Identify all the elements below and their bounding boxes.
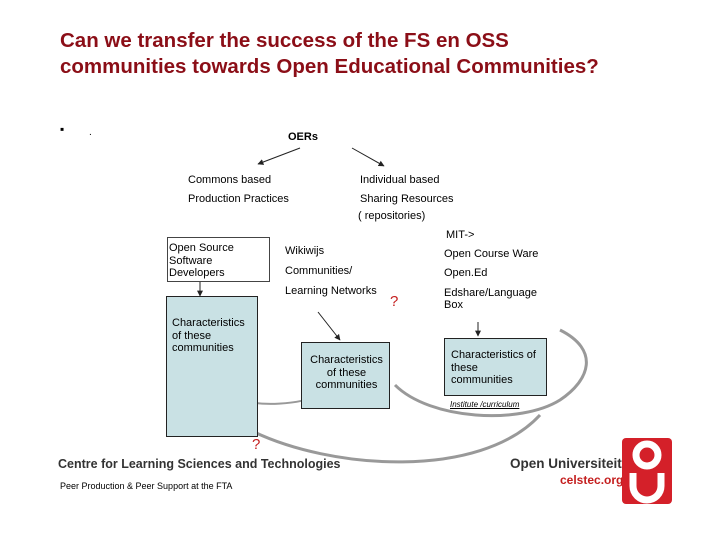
learning-networks-label: Learning Networks [285, 285, 377, 297]
char-right-line2: these [451, 361, 478, 374]
bullet-marker: ▪ [60, 122, 65, 136]
open-universiteit-logo-icon [622, 438, 672, 504]
wikiwijs-label: Wikiwijs [285, 245, 325, 257]
open-course-ware-label: Open Course Ware [444, 248, 539, 260]
oers-root: OERs [288, 131, 318, 143]
oss-developers-box: Open Source Software Developers [167, 237, 270, 282]
institute-curriculum-label: Institute /curriculum [450, 400, 520, 409]
question-mark-middle: ? [390, 293, 399, 310]
left-branch-line1: Commons based [188, 174, 272, 186]
char-left-line3: communities [172, 342, 234, 354]
characteristics-middle-box: Characteristics of these communities [301, 342, 390, 409]
left-branch-line2: Production Practices [188, 193, 289, 205]
char-right-line3: communities [451, 374, 513, 386]
oss-line1: Open Source [169, 242, 234, 254]
char-mid-line1: Characteristics [310, 354, 383, 366]
edshare-label-line1: Edshare/Language [444, 287, 537, 299]
communities-label: Communities/ [285, 265, 353, 277]
open-universiteit-text: Open Universiteit [510, 456, 622, 471]
right-branch-line1: Individual based [360, 174, 440, 186]
mit-label: MIT-> [446, 229, 475, 241]
char-mid-line2: of these [326, 366, 367, 379]
oss-line2: Software [169, 254, 213, 267]
characteristics-left-box: Characteristics of these communities [166, 296, 258, 437]
question-mark-bottom: ? [252, 436, 261, 453]
open-ed-label: Open.Ed [444, 267, 488, 279]
slide-title: Can we transfer the success of the FS en… [60, 29, 599, 78]
oss-line3: Developers [169, 267, 225, 279]
bullet-dot: . [89, 127, 92, 138]
right-branch-line2: Sharing Resources [360, 193, 454, 205]
right-branch-line3: ( repositories) [358, 210, 426, 222]
char-left-line1: Characteristics [172, 317, 245, 329]
char-left-line2: of these [172, 329, 212, 342]
slide-caption: Peer Production & Peer Support at the FT… [60, 481, 233, 491]
characteristics-right-box: Characteristics of these communities [444, 338, 547, 396]
edshare-label-line2: Box [444, 299, 463, 311]
centre-name: Centre for Learning Sciences and Technol… [58, 457, 341, 471]
char-right-line1: Characteristics of [451, 349, 536, 361]
celstec-link: celstec.org [560, 473, 624, 487]
char-mid-line3: communities [315, 379, 378, 391]
